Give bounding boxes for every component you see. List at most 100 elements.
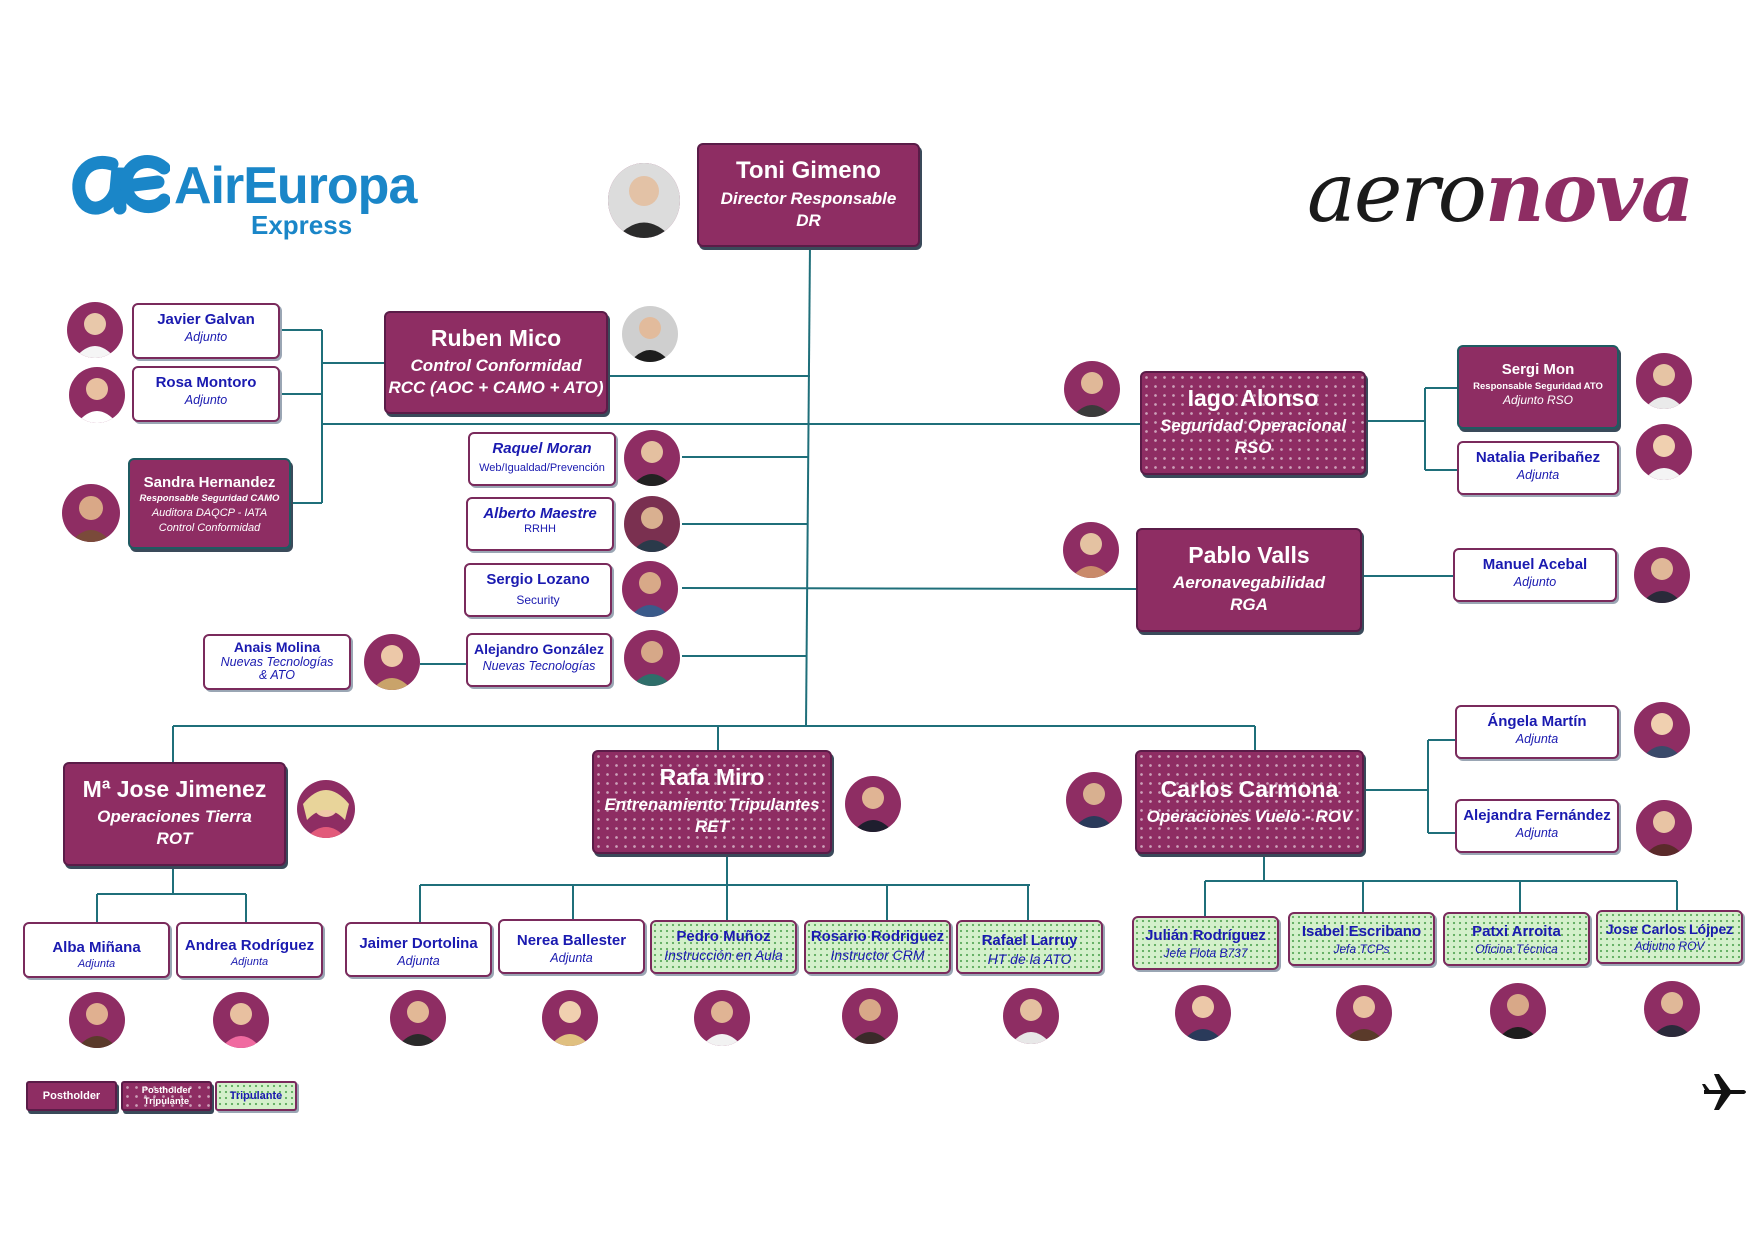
card-name: Alejandra Fernández [1463,807,1611,824]
card-line2: Auditora DAQCP - IATA [151,507,268,519]
avatar [62,484,120,542]
avatar [622,561,678,617]
legend-crew: Tripulante [215,1081,297,1111]
avatar [845,776,901,832]
avatar [842,988,898,1044]
alberto-maestre-card: Alberto Maestre RRHH [466,497,614,551]
card-line3: Control Conformidad [158,522,261,534]
avatar [608,163,680,238]
card-name: Patxi Arroita [1472,923,1561,940]
card-role: Nuevas Tecnologías [220,655,334,669]
card-role: Entrenamiento Tripulantes [604,795,820,814]
avatar [67,302,123,358]
card-name: Rosa Montoro [155,374,257,391]
card-role: Oficina Técnica [1475,942,1558,956]
card-name: Sandra Hernandez [143,474,276,491]
card-role: Adjunta [1515,826,1559,840]
card-code: RCC (AOC + CAMO + ATO) [388,378,604,397]
nerea-ballester-card: Nerea Ballester Adjunta [498,919,645,974]
avatar [1175,985,1231,1041]
card-role: Adjunta [550,951,593,965]
card-role: Adjunto [1513,575,1557,589]
card-role-2: & ATO [259,668,295,682]
avatar [694,990,750,1046]
avatar [1336,985,1392,1041]
avatar [69,367,125,423]
legend-label: Tripulante [229,1090,283,1102]
avatar [542,990,598,1046]
jaimer-dortolina-card: Jaimer Dortolina Adjunta [345,922,492,977]
card-name: Alba Miñana [52,939,141,956]
rafa-miro-card: Rafa Miro Entrenamiento Tripulantes RET [592,750,832,854]
air-europa-express-logo: AirEuropa Express [68,150,428,240]
pablo-valls-card: Pablo Valls Aeronavegabilidad RGA [1136,528,1362,632]
card-name: Sergi Mon [1501,361,1575,378]
manuel-acebal-card: Manuel Acebal Adjunto [1453,548,1617,602]
card-role: Adjunta [397,954,440,968]
raquel-moran-card: Raquel Moran Web/Igualdad/Prevención [468,432,616,486]
card-name: Manuel Acebal [1482,556,1588,573]
toni-gimeno-card: Toni Gimeno Director Responsable DR [697,143,920,247]
avatar [1064,361,1120,417]
avatar [1636,800,1692,856]
avatar [624,430,680,486]
avatar [1644,981,1700,1037]
avatar [624,496,680,552]
rafael-larruy-card: Rafael Larruy HT de la ATO [956,920,1103,974]
card-role: Adjunta [1515,732,1559,746]
card-role: Adjunto [184,393,228,407]
javier-galvan-card: Javier Galvan Adjunto [132,303,280,359]
card-code: DR [796,211,821,230]
avatar [69,992,125,1048]
card-role: Aeronavegabilidad [1172,573,1326,592]
card-name: Rafael Larruy [981,932,1078,949]
julian-rodriguez-card: Julián Rodríguez Jefe Flota B737 [1132,916,1279,970]
card-name: Javier Galvan [157,311,255,328]
legend-label-2: Tripulante [143,1096,190,1107]
isabel-escribano-card: Isabel Escribano Jefa TCPs [1288,912,1435,966]
card-name: Andrea Rodríguez [184,937,315,954]
ruben-mico-card: Ruben Mico Control Conformidad RCC (AOC … [384,311,608,414]
card-name: Pablo Valls [1188,542,1310,568]
patxi-arroita-card: Patxi Arroita Oficina Técnica [1443,912,1590,966]
card-role: Adjutno ROV [1634,939,1705,953]
sergi-mon-card: Sergi Mon Responsable Seguridad ATO Adju… [1457,345,1619,429]
avatar [1634,547,1690,603]
avatar [364,634,420,690]
avatar [1490,983,1546,1039]
card-code: ROT [156,829,193,848]
card-name: Ángela Martín [1487,713,1587,730]
card-line1: Responsable Seguridad ATO [1473,381,1603,392]
card-role: Instructor CRM [830,947,925,963]
aeronova-logo-part-a: aero [1307,146,1487,241]
card-name: Alberto Maestre [483,505,597,522]
card-role: Seguridad Operacional [1159,416,1347,435]
avatar [390,990,446,1046]
logo-main-text: AirEuropa [174,157,417,215]
card-name: Jose Carlos Lójpez [1605,921,1734,937]
aeronova-logo-part-b: nova [1484,145,1694,241]
ma-jose-jimenez-card: Mª Jose Jimenez Operaciones Tierra ROT [63,762,286,866]
avatar [1636,353,1692,409]
card-role: Operaciones Tierra [97,807,252,826]
alejandro-gonzalez-card: Alejandro González Nuevas Tecnologías [466,633,612,687]
card-role: Operaciones Vuelo - ROV [1146,807,1353,826]
card-name: Natalia Peribañez [1475,449,1601,466]
card-name: Mª Jose Jimenez [82,776,267,802]
card-name: Sergio Lozano [486,571,590,588]
card-name: Rafa Miro [659,764,765,790]
card-role: Web/Igualdad/Prevención [479,462,605,474]
aeronova-logo: aeronova [1307,145,1717,241]
avatar [1003,988,1059,1044]
card-role: Adjunta [1516,468,1560,482]
avatar [1066,772,1122,828]
iago-alonso-card: Iago Alonso Seguridad Operacional RSO [1140,371,1366,475]
card-name: Raquel Moran [492,440,592,457]
natalia-peribanez-card: Natalia Peribañez Adjunta [1457,441,1619,495]
card-role: Jefe Flota B737 [1163,946,1248,960]
rosario-rodriguez-card: Rosario Rodriguez Instructor CRM [804,920,951,974]
card-name: Rosario Rodriguez [810,928,945,945]
card-name: Pedro Muñoz [676,928,771,945]
card-role: Control Conformidad [410,356,582,375]
